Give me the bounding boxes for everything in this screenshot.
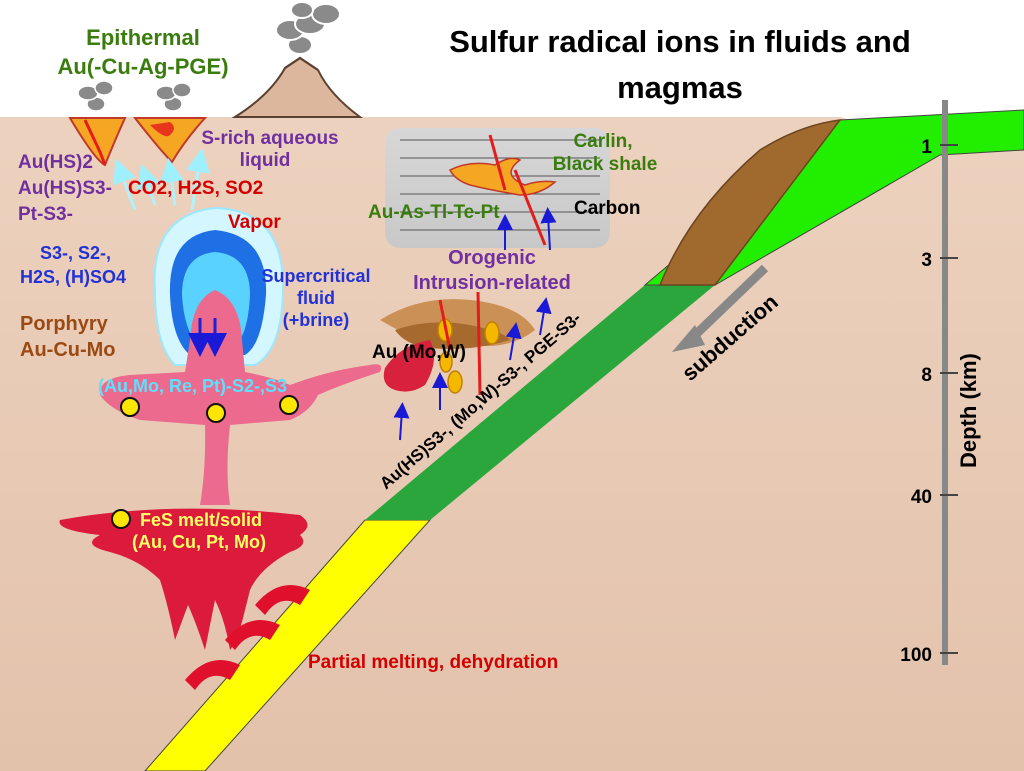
depth-tick-8: 8 [921, 365, 932, 386]
smoke-plume-icon [77, 80, 114, 112]
fluid-streaks [112, 148, 210, 211]
smoke-plume-icon [275, 1, 341, 55]
orogenic-line1: Orogenic [448, 247, 536, 269]
au-as-tl: Au-As-Tl-Te-Pt [368, 202, 500, 223]
epithermal-deposit-left [68, 117, 127, 167]
fes-melt [59, 508, 308, 650]
au-hs2: Au(HS)2 [18, 152, 93, 173]
volcano-icon [231, 56, 364, 118]
depth-tick-100: 100 [900, 645, 932, 666]
subduction-arrow-icon [672, 264, 769, 352]
s-species-line2: H2S, (H)SO4 [20, 267, 126, 287]
s-rich-line2: liquid [240, 150, 291, 171]
depth-tick-3: 3 [921, 250, 932, 271]
carlin-line2: Black shale [553, 154, 658, 175]
magma-chamber [99, 290, 382, 505]
title-line2: magmas [617, 70, 743, 105]
intrusion [380, 291, 535, 396]
gold-droplets [111, 395, 299, 529]
epithermal-line2: Au(-Cu-Ag-PGE) [57, 54, 228, 79]
fes-line2: (Au, Cu, Pt, Mo) [132, 532, 266, 552]
magma-metals: (Au,Mo, Re, Pt)-S2-,S3 [98, 376, 287, 396]
porphyry-line2: Au-Cu-Mo [20, 339, 116, 361]
up-arrow-icon [393, 207, 557, 441]
supercritical-line1: Supercritical [261, 266, 370, 286]
carbon: Carbon [574, 198, 641, 219]
depth-scale [940, 100, 958, 665]
au-mo-w: Au (Mo,W) [372, 342, 466, 363]
carlin-line1: Carlin, [573, 131, 632, 152]
fes-line1: FeS melt/solid [140, 510, 262, 530]
s-species-line1: S3-, S2-, [40, 243, 111, 263]
supercritical-line2: fluid [297, 288, 335, 308]
vapor: Vapor [228, 212, 281, 233]
title-line1: Sulfur radical ions in fluids and [449, 24, 911, 59]
porphyry-line1: Porphyry [20, 313, 109, 335]
pt-s3: Pt-S3- [18, 204, 73, 225]
depth-tick-40: 40 [911, 487, 932, 508]
supercritical-line3: (+brine) [283, 310, 350, 330]
gases: CO2, H2S, SO2 [128, 178, 263, 199]
depth-tick-1: 1 [921, 137, 932, 158]
accretionary-wedge [658, 119, 842, 286]
partial-melting: Partial melting, dehydration [308, 652, 558, 673]
smoke-plume-icon [155, 82, 192, 112]
orogenic-line2: Intrusion-related [413, 272, 571, 294]
depth-axis-label: Depth (km) [956, 353, 981, 468]
s-rich-line1: S-rich aqueous [201, 128, 338, 149]
au-hs-s3: Au(HS)S3- [18, 178, 112, 199]
epithermal-line1: Epithermal [86, 25, 200, 50]
